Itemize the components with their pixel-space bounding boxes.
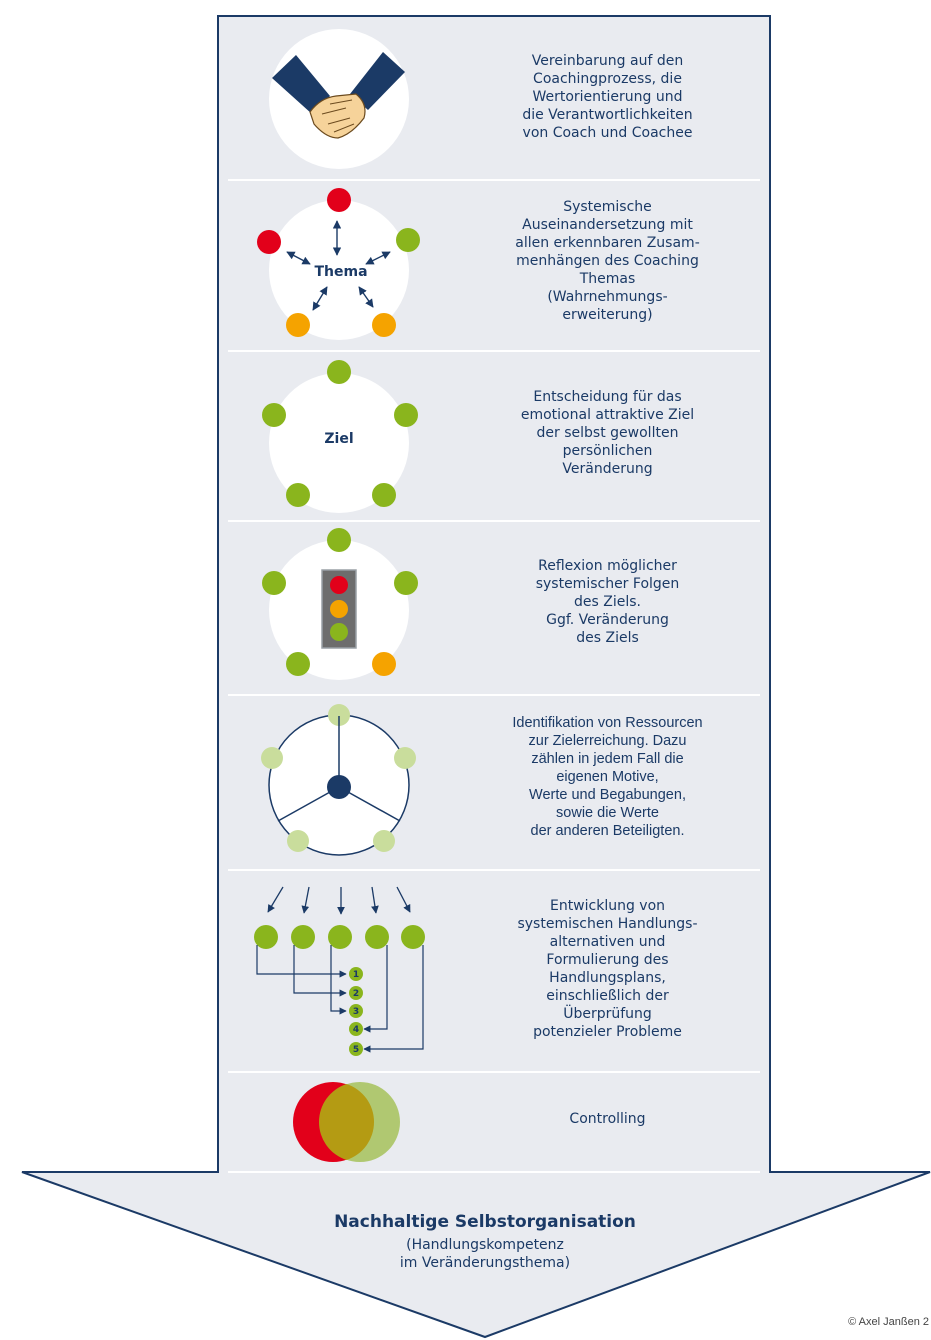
action-plan-icon: 1 2 3 4 5 (254, 886, 425, 1056)
step-1-text: Vereinbarung auf den Coachingprozess, di… (522, 53, 693, 141)
plan-number-1: 1 (353, 970, 359, 980)
steering-wheel-icon (261, 704, 416, 856)
step-3-text: Entscheidung für das emotional attraktiv… (520, 389, 695, 477)
step-6-text: Entwicklung von systemischen Handlungs- … (517, 898, 698, 1040)
thema-network-icon: Thema (257, 188, 420, 340)
step-2-text: Systemische Auseinandersetzung mit allen… (515, 199, 700, 323)
venn-overlap-icon (293, 1082, 400, 1162)
ziel-label: Ziel (324, 431, 353, 447)
process-arrow-shape (21, 15, 931, 1339)
plan-number-3: 3 (353, 1007, 359, 1017)
step-separators (228, 179, 760, 1173)
handshake-icon (269, 29, 409, 169)
copyright-notice: © Axel Janßen 2 (848, 1316, 929, 1328)
plan-number-2: 2 (353, 989, 359, 999)
thema-label: Thema (314, 264, 367, 280)
step-7-text: Controlling (569, 1111, 646, 1127)
traffic-light-icon (262, 528, 418, 680)
step-5-text: Identifikation von Ressourcen zur Zieler… (512, 715, 703, 839)
plan-number-4: 4 (353, 1025, 359, 1035)
plan-number-5: 5 (353, 1045, 359, 1055)
step-4-text: Reflexion möglicher systemischer Folgen … (535, 558, 680, 646)
result-subtitle: (Handlungskompetenz im Veränderungsthema… (399, 1237, 571, 1271)
result-title: Nachhaltige Selbstorganisation (334, 1212, 636, 1232)
ziel-circle-icon: Ziel (262, 360, 418, 513)
